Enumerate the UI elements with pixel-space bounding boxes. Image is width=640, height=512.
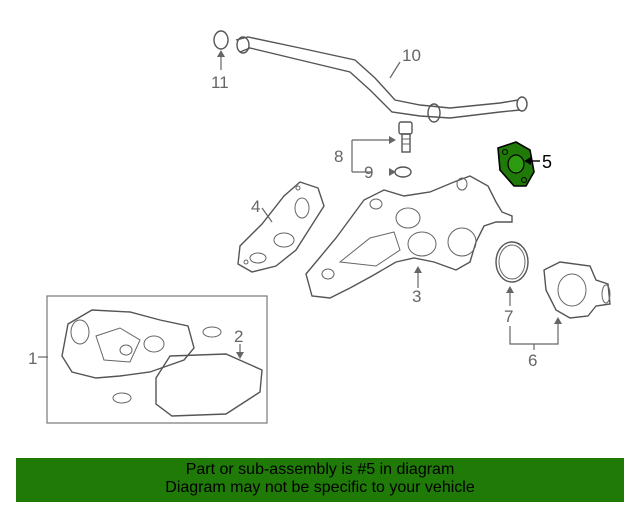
part-9-washer[interactable] (394, 166, 412, 178)
callout-5[interactable]: 5 (542, 152, 552, 172)
info-banner: Part or sub-assembly is #5 in diagram Di… (16, 458, 624, 502)
part-5-cover-highlighted[interactable] (497, 141, 535, 187)
part-2-gasket[interactable] (155, 353, 263, 417)
part-1-cover-assembly[interactable] (61, 309, 222, 404)
part-thermostat-housing[interactable] (543, 261, 611, 319)
callout-2[interactable]: 2 (234, 327, 243, 346)
part-8-bolt[interactable] (398, 121, 413, 153)
parts-diagram: 11 10 8 9 5 4 (28, 30, 611, 424)
callout-6[interactable]: 6 (528, 351, 537, 370)
part-4-gasket[interactable] (237, 181, 325, 273)
callout-3[interactable]: 3 (412, 287, 421, 306)
part-3-pump-housing[interactable] (305, 175, 513, 299)
part-7-o-ring[interactable] (495, 241, 529, 283)
subassembly-box (46, 295, 268, 424)
part-10-water-pipe[interactable] (235, 36, 528, 123)
callout-4[interactable]: 4 (251, 197, 260, 216)
callout-7[interactable]: 7 (504, 307, 513, 326)
banner-line-2: Diagram may not be specific to your vehi… (165, 479, 475, 496)
banner-line-1: Part or sub-assembly is #5 in diagram (185, 461, 455, 478)
part-11-o-ring[interactable] (213, 30, 229, 50)
callout-11[interactable]: 11 (211, 73, 229, 92)
callout-1[interactable]: 1 (28, 349, 37, 368)
callout-9[interactable]: 9 (364, 163, 373, 182)
callout-8[interactable]: 8 (334, 147, 343, 166)
callout-10[interactable]: 10 (402, 46, 421, 65)
